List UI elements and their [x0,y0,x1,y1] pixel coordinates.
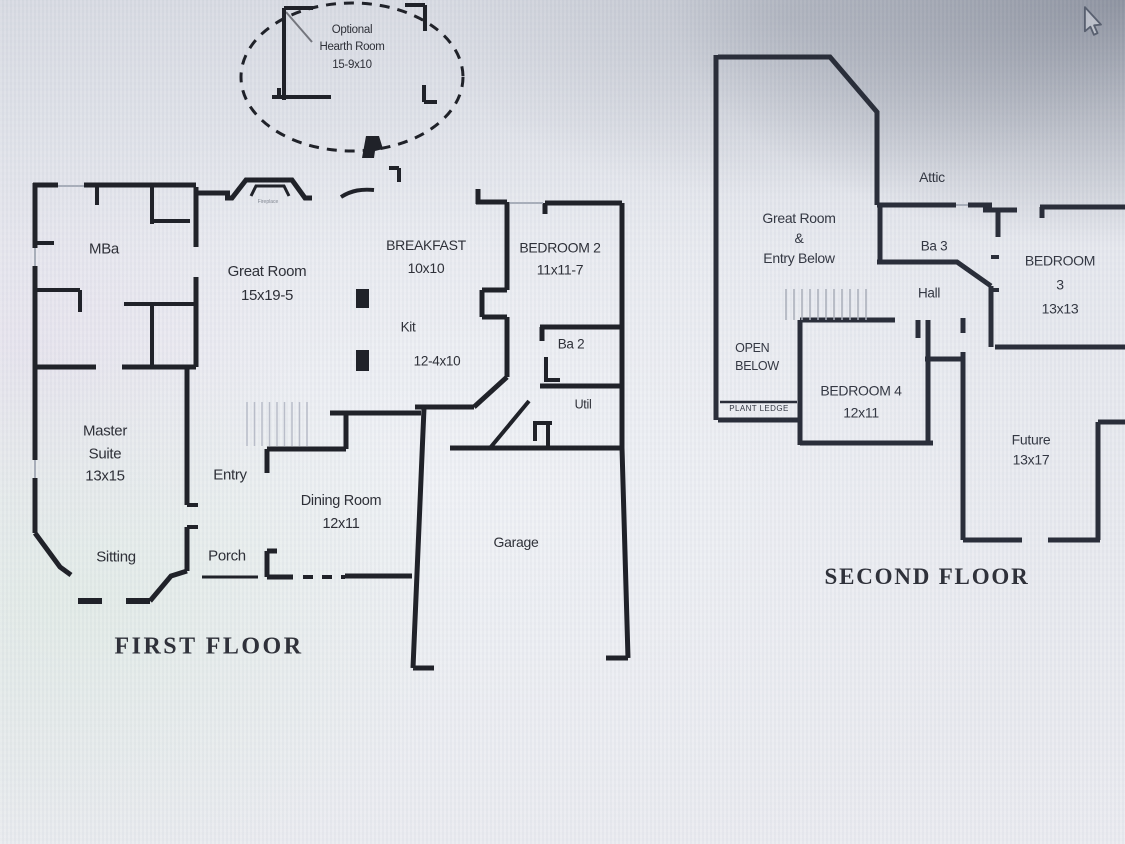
fireplace-symbol [225,177,312,201]
room-label-breakfast: BREAKFAST 10x10 [386,236,466,276]
room-label-util: Util [574,397,592,412]
room-label-great-room-entry-below: Great Room & Entry Below [762,210,836,266]
room-label-great-room: Great Room 15x19-5 [227,263,307,304]
room-label-dining-room: Dining Room 12x11 [300,492,382,532]
room-label-bedroom-2: BEDROOM 2 11x11-7 [519,239,601,278]
first-floor-walls [32,1,631,671]
room-label-kit-dims: 12-4x10 [413,353,461,369]
room-label-bedroom-4: BEDROOM 4 12x11 [820,382,902,421]
room-label-attic: Attic [919,169,945,186]
second-floor-walls [713,54,1125,543]
room-label-mba: MBa [89,240,119,258]
fireplace-caption: Fireplace [257,199,279,206]
room-label-kit: Kit [400,319,416,335]
room-label-sitting: Sitting [96,548,136,566]
room-label-master-suite: Master Suite 13x15 [82,422,128,485]
room-label-open-below: OPEN BELOW [735,340,779,373]
room-label-ba-2: Ba 2 [557,336,585,352]
first-floor-stairs [246,402,308,446]
room-label-garage: Garage [493,534,539,551]
room-label-porch: Porch [208,547,246,565]
second-floor-stairs [785,289,867,320]
first-floor-title: FIRST FLOOR [114,633,304,660]
room-label-hearth-room: Optional Hearth Room 15-9x10 [319,24,385,71]
room-label-bedroom-3: BEDROOM 3 13x13 [1024,252,1096,316]
room-label-plant-ledge: PLANT LEDGE [729,403,789,413]
room-label-future: Future 13x17 [1011,431,1051,468]
mouse-cursor-icon[interactable] [1083,6,1102,36]
room-label-entry: Entry [213,466,247,484]
room-label-ba-3: Ba 3 [920,238,948,254]
second-floor-title: SECOND FLOOR [824,564,1030,589]
hearth-room-dashed-circle [239,1,465,153]
room-label-hall: Hall [917,285,941,301]
